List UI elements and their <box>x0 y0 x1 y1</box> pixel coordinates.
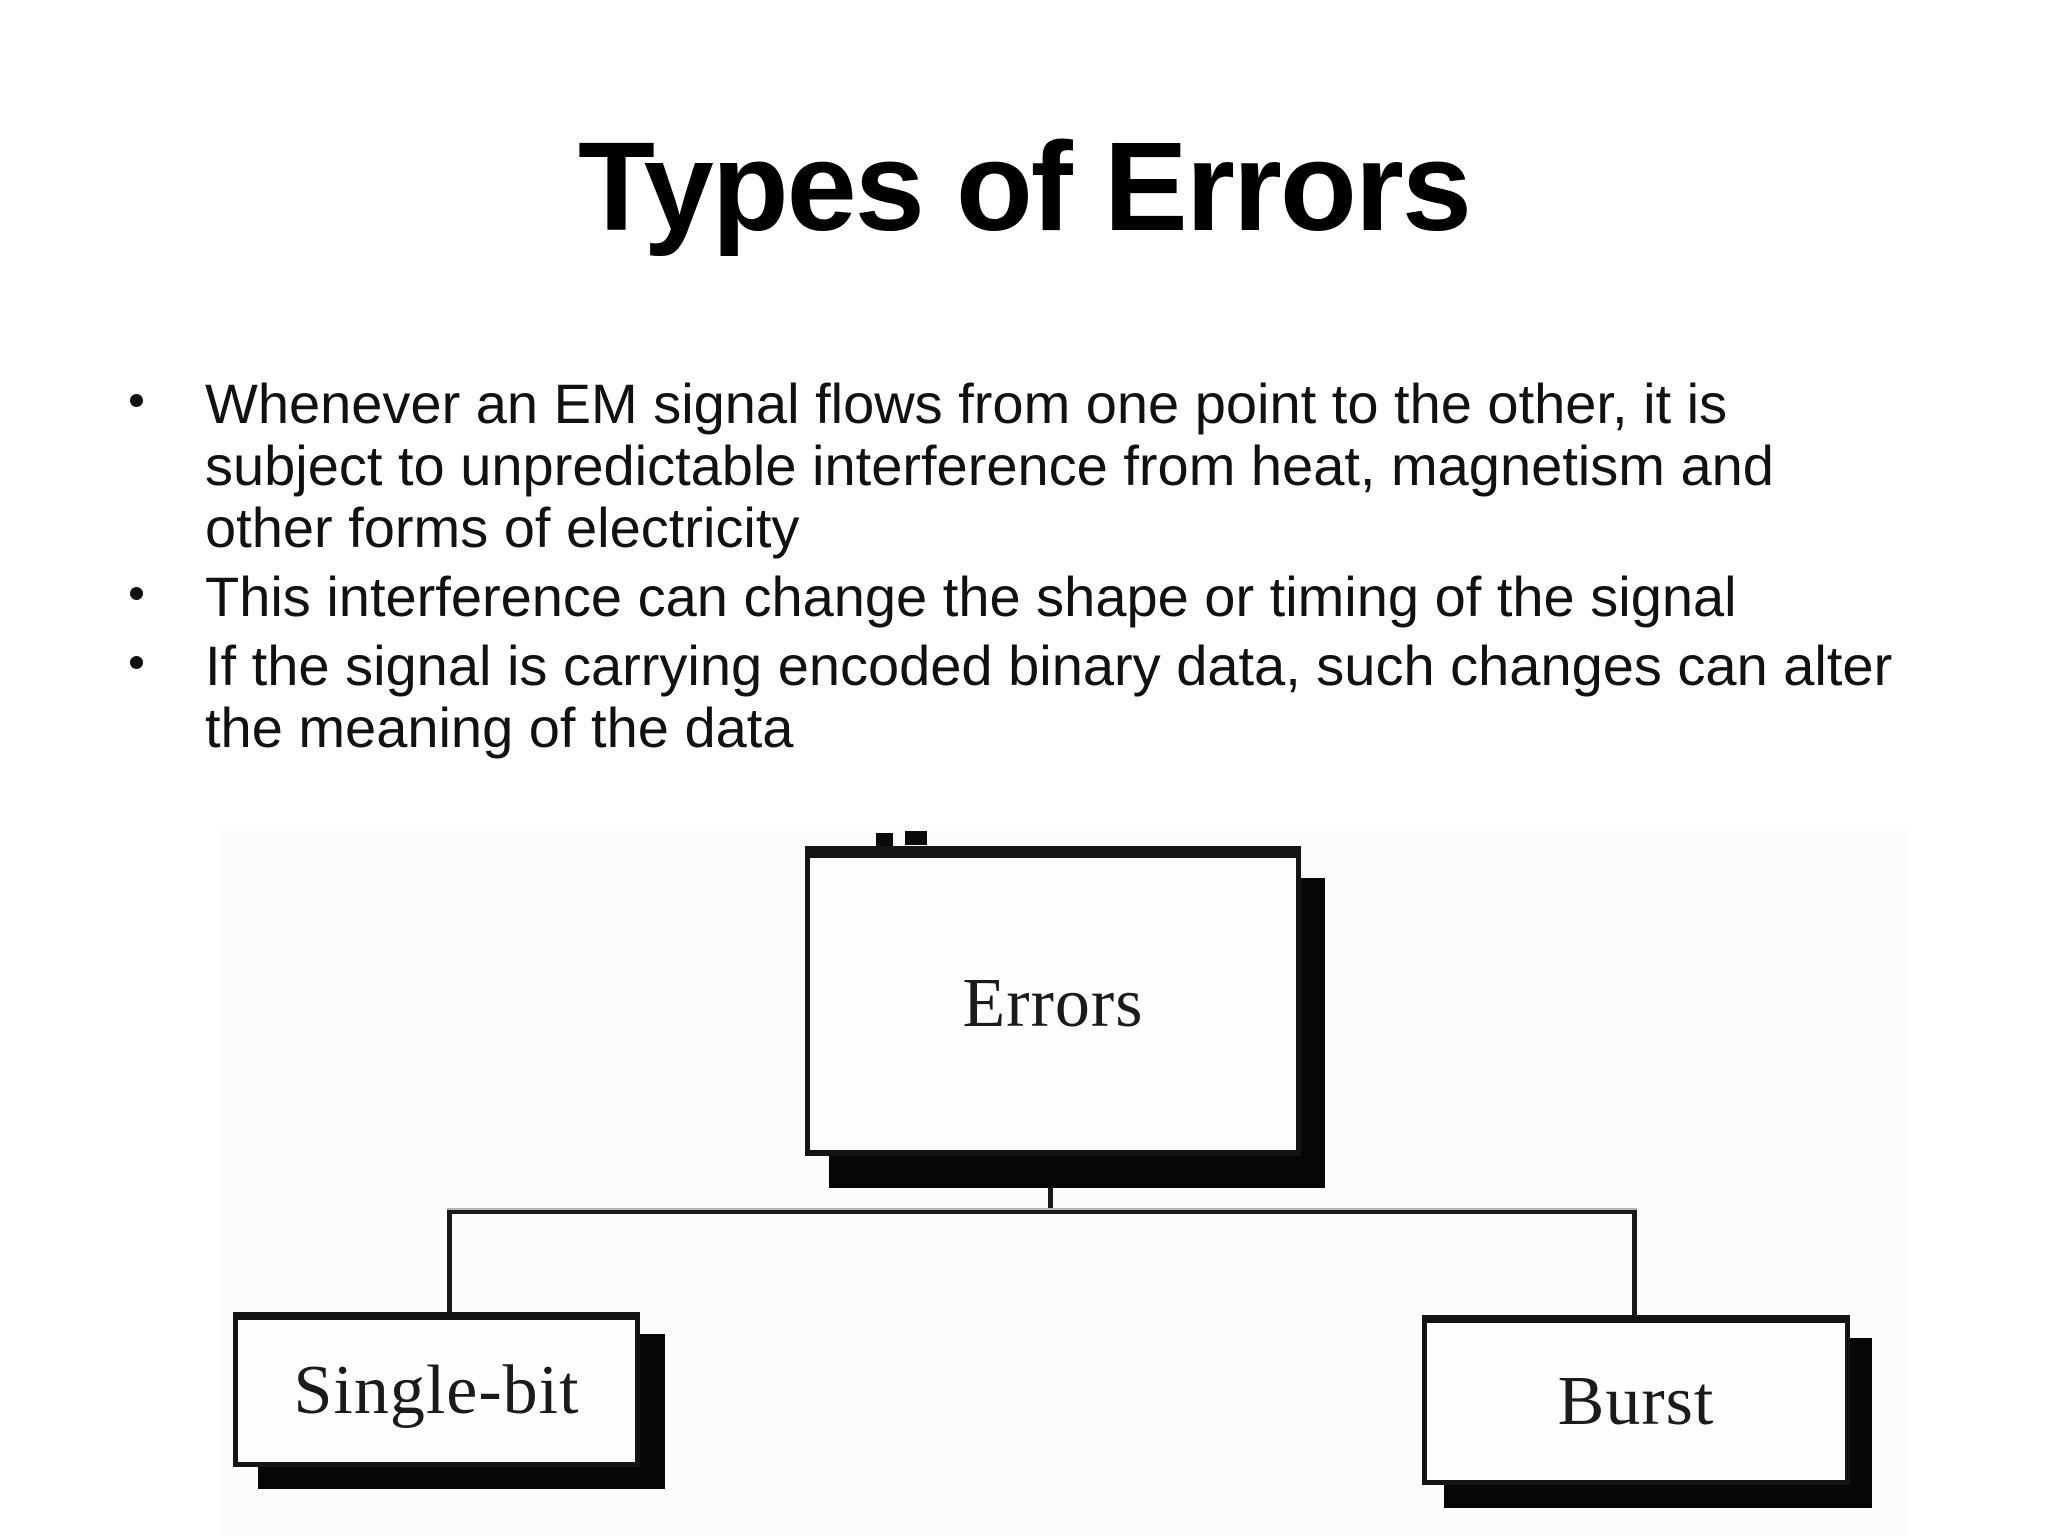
errors-node-label: Errors <box>962 965 1144 1042</box>
bullet-line: other forms of electricity <box>205 496 800 559</box>
bullet-item: If the signal is carrying encoded binary… <box>130 635 1960 759</box>
cropped-text-artifact <box>876 833 893 846</box>
bullet-dot <box>130 394 143 407</box>
bullet-item: Whenever an EM signal flows from one poi… <box>130 373 1960 559</box>
bullet-list: Whenever an EM signal flows from one poi… <box>130 373 1960 759</box>
single-bit-node-box: Single-bit <box>233 1312 640 1467</box>
cropped-text-artifact <box>905 831 927 845</box>
bullet-line: subject to unpredictable interference fr… <box>205 434 1774 497</box>
bullet-text: This interference can change the shape o… <box>205 566 1737 628</box>
tree-diagram: Errors Single-bit Burst <box>220 830 1910 1536</box>
bullet-line: the meaning of the data <box>205 696 794 759</box>
burst-node-label: Burst <box>1557 1362 1715 1440</box>
connector-horizontal <box>447 1210 1637 1214</box>
page-title: Types of Errors <box>578 116 1472 257</box>
bullet-item: This interference can change the shape o… <box>130 566 1960 628</box>
connector-right-vertical <box>1632 1210 1637 1318</box>
connector-left-vertical <box>447 1210 452 1316</box>
bullet-dot <box>130 656 143 669</box>
single-bit-node-label: Single-bit <box>293 1352 580 1429</box>
bullet-text: Whenever an EM signal flows from one poi… <box>205 373 1774 559</box>
burst-node-box: Burst <box>1422 1315 1850 1485</box>
bullet-text: If the signal is carrying encoded binary… <box>205 635 1892 759</box>
bullet-line: If the signal is carrying encoded binary… <box>205 634 1893 697</box>
bullet-line: Whenever an EM signal flows from one poi… <box>205 372 1728 435</box>
errors-node-box: Errors <box>805 846 1301 1156</box>
bullet-dot <box>130 587 143 600</box>
bullet-line: This interference can change the shape o… <box>205 565 1737 628</box>
